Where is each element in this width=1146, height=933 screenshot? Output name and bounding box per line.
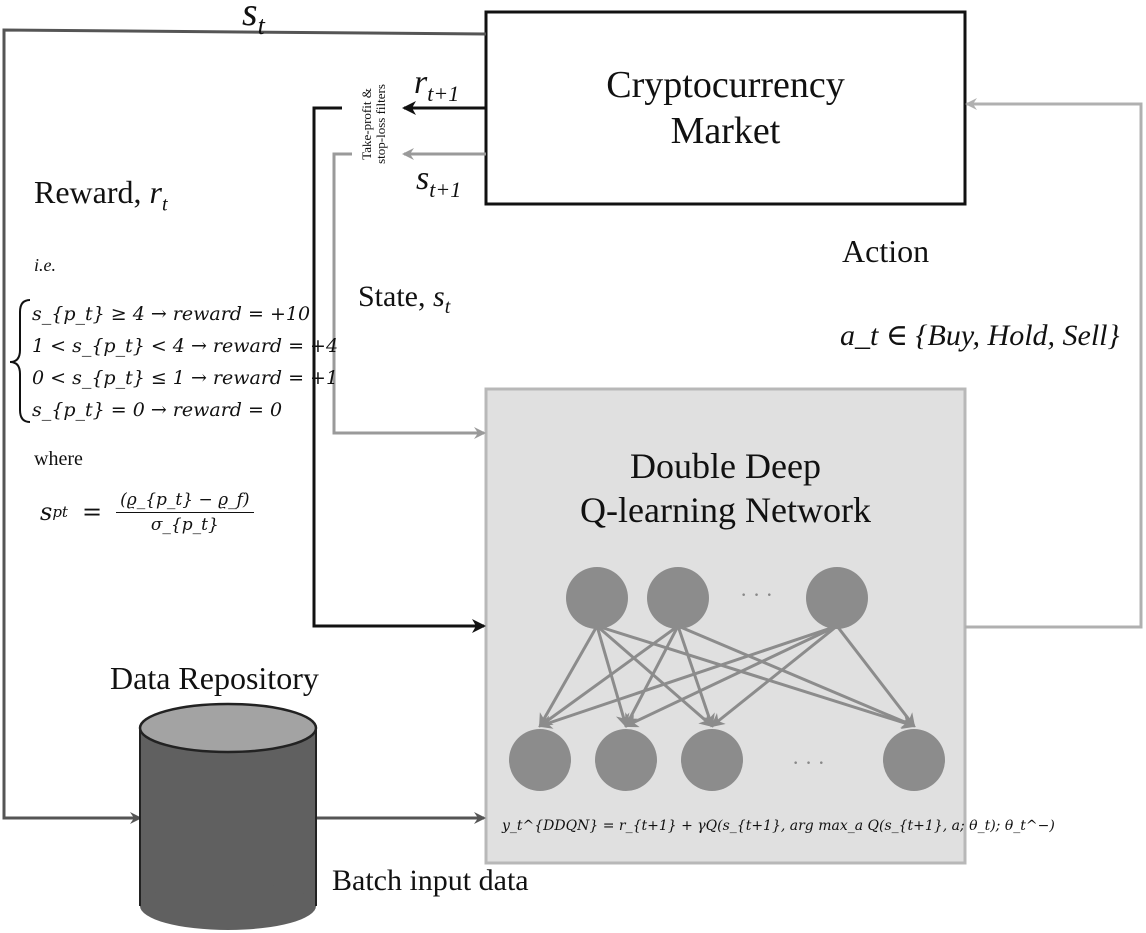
reward-next-var: r [414, 64, 428, 101]
ellipsis-top: · · · [740, 582, 773, 607]
state-label-var: s [433, 280, 445, 313]
reward-heading: Reward, rt [34, 174, 168, 216]
output-node [509, 729, 571, 791]
action-loop-line [965, 98, 1143, 629]
sharpe-fraction: (ϱ_{p_t} − ϱ_f) σ_{p_t} [116, 490, 254, 535]
ddqn-title-line2: Q-learning Network [580, 490, 871, 530]
reward-next-sub: t+1 [427, 80, 460, 106]
market-title: Cryptocurrency Market [486, 62, 965, 154]
network-edges [538, 624, 916, 730]
state-next-label: st+1 [416, 160, 461, 203]
reward-cases: s_{p_t} ≥ 4 → reward = +10 1 < s_{p_t} <… [32, 298, 338, 426]
state-top-var: s [242, 0, 258, 34]
input-node [566, 567, 628, 629]
filters-label: Take-profit & stop-loss filters [359, 69, 388, 179]
ddqn-title-line1: Double Deep [630, 446, 821, 486]
sharpe-numerator: (ϱ_{p_t} − ϱ_f) [116, 490, 254, 513]
state-label: State, st [358, 280, 450, 319]
filters-line1: Take-profit & [359, 88, 374, 160]
state-top-sub: t [257, 11, 265, 40]
reward-heading-text: Reward, [34, 174, 150, 210]
cases-brace [9, 299, 31, 423]
sharpe-lhs-sub: pt [52, 503, 68, 521]
reward-case: s_{p_t} = 0 → reward = 0 [32, 399, 283, 421]
reward-path [312, 106, 486, 633]
input-node [647, 567, 709, 629]
output-node [883, 729, 945, 791]
state-label-sub: t [444, 296, 451, 318]
reward-heading-var: r [149, 174, 162, 210]
reward-case: 1 < s_{p_t} < 4 → reward = +4 [32, 335, 339, 357]
reward-case: 0 < s_{p_t} ≤ 1 → reward = +1 [32, 367, 339, 389]
market-title-line2: Market [670, 110, 781, 152]
input-node [806, 567, 868, 629]
state-loop-line [2, 28, 487, 824]
sharpe-equals: = [81, 498, 103, 526]
action-set: a_t ∈ {Buy, Hold, Sell} [840, 319, 1120, 352]
reward-case: s_{p_t} ≥ 4 → reward = +10 [32, 303, 311, 325]
ddqn-equation: y_t^{DDQN} = r_{t+1} + γQ(s_{t+1}, arg m… [502, 818, 1055, 834]
ellipsis-bottom: · · · [792, 750, 825, 775]
state-top-label: st [242, 0, 265, 41]
filters-line2: stop-loss filters [373, 84, 388, 164]
market-title-line1: Cryptocurrency [606, 64, 845, 106]
state-next-sub: t+1 [429, 176, 462, 202]
where-label: where [34, 448, 83, 470]
output-node [681, 729, 743, 791]
batch-input-label: Batch input data [332, 864, 529, 897]
market-box [484, 10, 967, 206]
database-icon [138, 702, 318, 930]
state-label-text: State, [358, 280, 433, 313]
sharpe-denominator: σ_{p_t} [150, 514, 219, 535]
output-node [595, 729, 657, 791]
state-next-var: s [416, 160, 430, 197]
repository-title: Data Repository [110, 660, 319, 696]
reward-heading-sub: t [161, 193, 168, 216]
action-title: Action [842, 233, 930, 269]
sharpe-lhs: s [40, 498, 53, 526]
ie-label: i.e. [34, 255, 56, 275]
ddqn-title: Double Deep Q-learning Network [486, 444, 965, 532]
reward-next-label: rt+1 [414, 64, 459, 107]
state-path [332, 152, 486, 439]
